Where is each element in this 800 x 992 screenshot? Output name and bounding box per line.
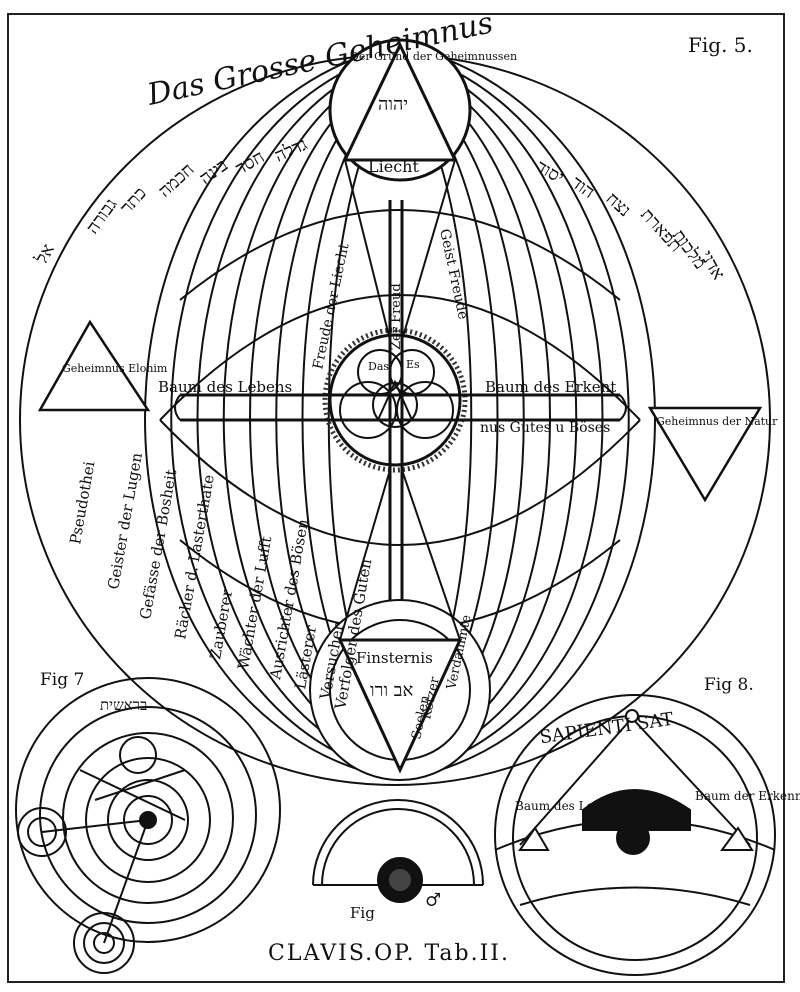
plate-bottom-title: CLAVIS.OP. Tab.II. [268,941,510,966]
tree-right-label: Baum des Erkent [485,378,616,396]
fig7-diagram [15,677,281,974]
top-triangle-hebrew: יהוה [378,94,408,115]
top-circle-ring-text: Der Grund der Geheimnussen [350,50,517,63]
upper-right-diagonal: Geist Freude [436,228,471,321]
tree-left-label: Baum des Lebens [158,378,292,396]
fig7-hebrew-title: בראשית [100,696,147,714]
top-triangle [342,41,458,162]
fig8-label: Fig 8. [704,675,754,695]
tree-right-label-2: nus Gutes u Böses [480,420,610,436]
fig8-tree-left: Baum des Lebens [515,799,622,813]
fig8-tree-right: Baum der Erkenntnisses [695,789,800,803]
right-triangle [647,406,763,503]
plate-border [7,13,785,983]
upper-center-label: Zer Freud [389,283,404,350]
left-triangle [37,319,151,412]
left-band-label: Geister der Lugen [104,451,146,591]
hebrew-left-label: חכמה [154,159,198,202]
hebrew-left-label: גבורה [82,194,122,237]
hebrew-right-label: נצח [602,188,635,221]
fig6-diagram [312,799,484,903]
mars-symbol-icon: ♂ [425,890,441,911]
fig5-diagram [19,38,771,786]
fig7-label: Fig 7 [40,670,84,690]
hebrew-left-label: כתר [116,183,151,218]
center-label-das: Das [368,360,389,373]
bottom-triangle-hebrew: אב ורו [370,680,413,701]
fig6-label: Fig [350,904,375,922]
bottom-triangle [337,638,463,774]
bottom-triangle-word: Finsternis [356,649,433,667]
top-circle-bottom-text: Liecht [368,157,419,176]
hebrew-left-label: גדלה [271,134,310,167]
fig5-label: Fig. 5. [688,33,753,57]
center-label-es: Es [406,358,420,371]
left-triangle-line: Geheimnus Elohim [62,362,168,375]
left-band-label: Pseudothei [66,460,98,546]
right-triangle-line: Geheimnus der Natur [656,415,778,428]
central-circle [328,333,462,467]
hebrew-right-label: הוד [567,172,598,203]
hebrew-right-label: יסוד [533,156,568,188]
hebrew-left-label: בינה [196,155,232,189]
left-band-label: Gefässe der Bosheit [136,468,180,621]
fig8-diagram [494,694,776,976]
